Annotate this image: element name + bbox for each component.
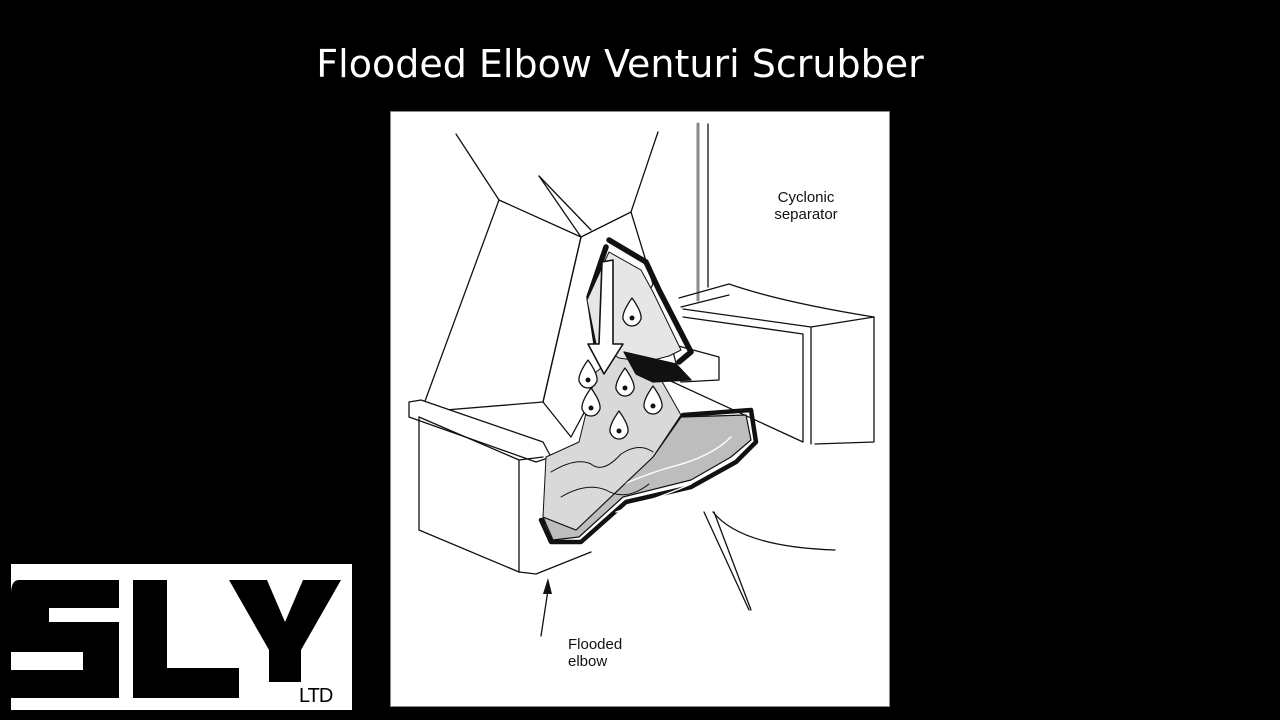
flooded-elbow-leader xyxy=(540,578,552,637)
diagram-panel: Cyclonic separator Flooded elbow xyxy=(390,111,890,707)
logo-ltd-suffix: LTD xyxy=(299,685,333,707)
cyclonic-separator-label-line-1: Cyclonic xyxy=(777,189,835,206)
flooded-elbow-label-line-2: elbow xyxy=(568,653,608,670)
cyclonic-separator-label-line-2: separator xyxy=(774,206,838,223)
slide-title: Flooded Elbow Venturi Scrubber xyxy=(316,42,924,86)
scrubber-diagram xyxy=(408,122,875,637)
cyclonic-separator-label: Cyclonic separator xyxy=(756,189,856,223)
flooded-elbow-label: Flooded elbow xyxy=(568,636,658,670)
outlet-duct xyxy=(650,283,875,445)
sly-ltd-logo: LTD xyxy=(11,564,352,710)
flow-arrow xyxy=(587,259,624,375)
flooded-elbow-label-line-1: Flooded xyxy=(568,636,623,653)
throat-wedge xyxy=(623,351,692,383)
sly-logo-mark xyxy=(11,580,341,698)
droplets xyxy=(578,297,663,440)
cyclonic-separator-vessel xyxy=(696,122,836,611)
